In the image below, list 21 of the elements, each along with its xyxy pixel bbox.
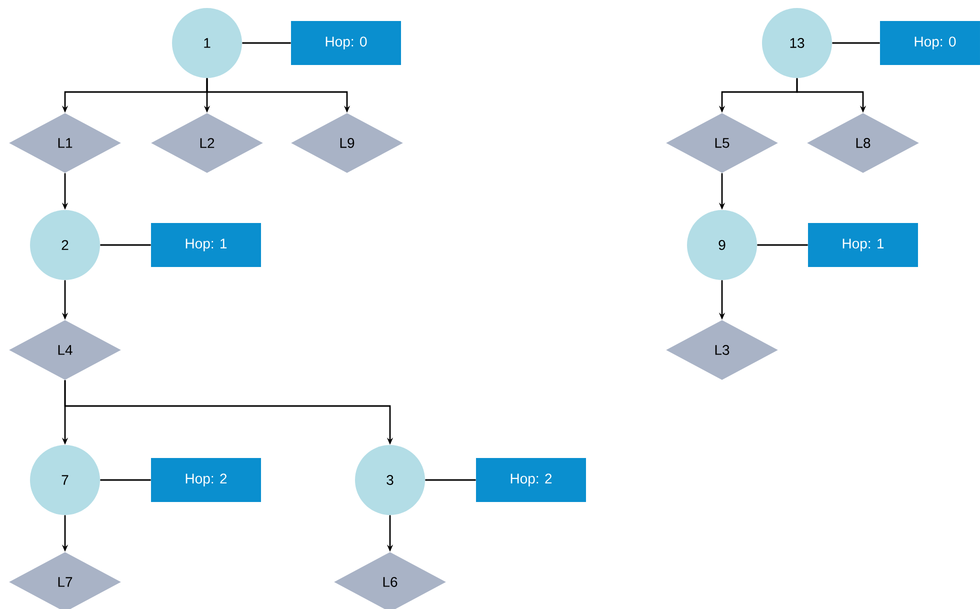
circle-node: 2 — [30, 210, 100, 280]
diamond-node: L7 — [9, 552, 121, 609]
diamond-node: L8 — [807, 113, 919, 173]
hop-box: Hop: 2 — [151, 458, 261, 502]
circle-node: 13 — [762, 8, 832, 78]
diamond-node: L6 — [334, 552, 446, 609]
circle-node: 9 — [687, 210, 757, 280]
hop-box: Hop: 2 — [476, 458, 586, 502]
circle-node: 7 — [30, 445, 100, 515]
diamond-node: L4 — [9, 320, 121, 380]
circle-node: 3 — [355, 445, 425, 515]
diamond-node: L3 — [666, 320, 778, 380]
diamond-node: L9 — [291, 113, 403, 173]
hop-box: Hop: 0 — [291, 21, 401, 65]
hop-box: Hop: 1 — [808, 223, 918, 267]
hop-box: Hop: 0 — [880, 21, 980, 65]
diamond-node: L5 — [666, 113, 778, 173]
diamond-node: L2 — [151, 113, 263, 173]
diamond-node: L1 — [9, 113, 121, 173]
circle-node: 1 — [172, 8, 242, 78]
hop-box: Hop: 1 — [151, 223, 261, 267]
